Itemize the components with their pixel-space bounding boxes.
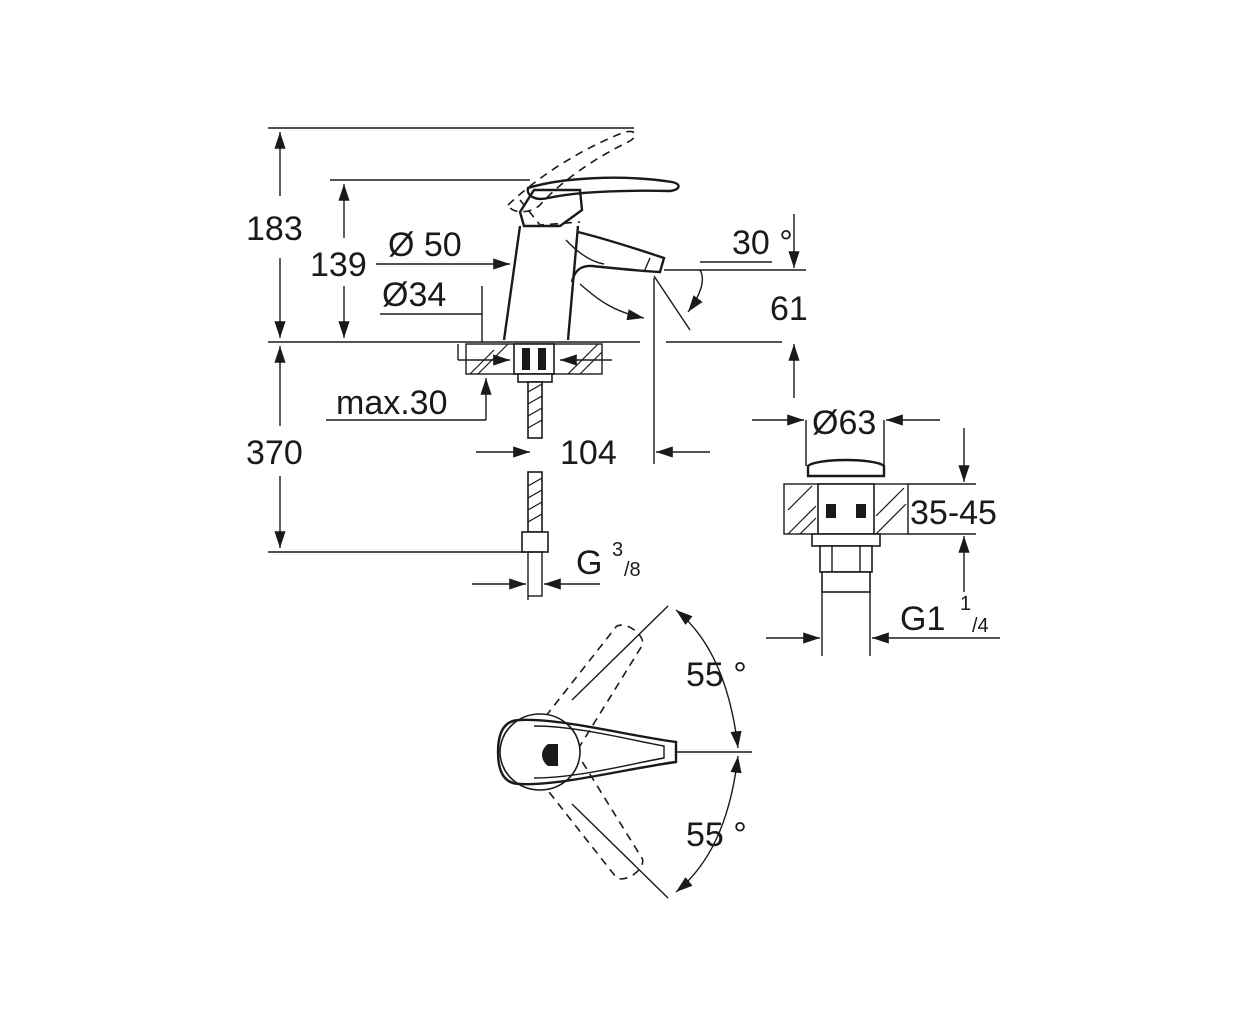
spout-angle-label: 30 ° (732, 224, 793, 262)
body-diameter-label: Ø 50 (388, 226, 462, 264)
spout-outline (570, 230, 666, 283)
dimension-body-diameter: Ø 50 (376, 226, 510, 270)
dimension-max-thickness: max.30 (326, 378, 492, 422)
dimension-total-height: 183 (246, 127, 634, 338)
hose-connection-prefix: G (576, 544, 602, 582)
lever-angle-right-label: 55 ° (686, 816, 747, 854)
dimension-spout-clearance: 61 (664, 214, 808, 398)
drain-connection-prefix: G1 (900, 600, 945, 638)
drain-view (783, 458, 909, 656)
installation-depth-label: 370 (246, 434, 303, 472)
spout-clearance-label: 61 (770, 290, 808, 328)
drain-connection-denominator: /4 (972, 615, 989, 637)
total-height-label: 183 (246, 210, 303, 248)
lever-top-view: 55 ° 55 ° (496, 605, 752, 899)
dimension-spout-angle: 30 ° (579, 224, 793, 331)
lever-outline (526, 176, 680, 201)
dimension-hose-connection: G 3 /8 (472, 539, 641, 600)
faucet-body (502, 225, 580, 341)
dimension-drain-diameter: Ø63 (752, 404, 940, 466)
dimension-spout-height: 139 (310, 179, 530, 338)
dimension-base-diameter: Ø34 (380, 276, 612, 366)
drain-diameter-label: Ø63 (812, 404, 876, 442)
lever-angle-left-label: 55 ° (686, 656, 747, 694)
spout-height-label: 139 (310, 246, 367, 284)
dimension-drain-connection: G1 1 /4 (766, 593, 1000, 644)
max-thickness-label: max.30 (336, 384, 448, 422)
base-diameter-label: Ø34 (382, 276, 446, 314)
hose-connection-denominator: /8 (624, 559, 641, 581)
dimension-installation-depth: 370 (246, 346, 526, 553)
drain-thickness-label: 35-45 (910, 494, 997, 532)
lever-raised-outline (507, 130, 636, 213)
dimension-drain-thickness: 35-45 (908, 428, 997, 592)
drain-connection-numerator: 1 (960, 593, 971, 615)
hose-connection-numerator: 3 (612, 539, 623, 561)
lever-top-outline (496, 718, 678, 786)
spout-reach-label: 104 (560, 434, 617, 472)
dimension-spout-reach: 104 (476, 278, 710, 472)
faucet-side-view (268, 130, 782, 597)
